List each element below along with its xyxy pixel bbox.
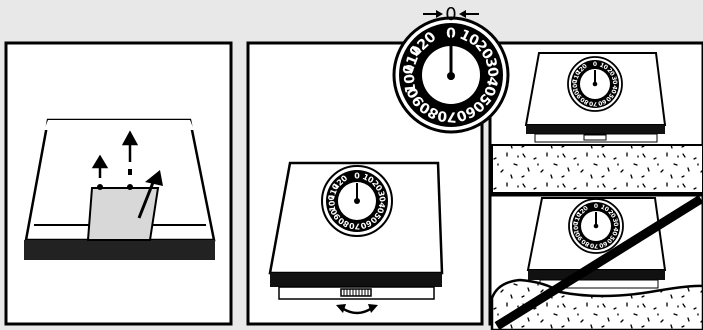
dial-number: 100 [327, 194, 338, 212]
dial-number: 40 [609, 84, 618, 94]
dial-number: 110 [571, 70, 582, 84]
right-arrow-icon [423, 10, 443, 18]
left-arrow-icon [459, 10, 479, 18]
dial-number: 60 [597, 97, 607, 107]
zero-indicator: 0 [423, 4, 479, 25]
dial-number: 100 [572, 79, 580, 92]
dial-number: 90 [574, 231, 584, 242]
dial-number: 10 [457, 27, 482, 50]
dial-number: 10 [598, 62, 609, 72]
dial-number: 60 [598, 239, 608, 249]
dial-number: 40 [375, 201, 387, 215]
dial-number: 0 [446, 26, 456, 42]
dial-number: 70 [589, 100, 598, 108]
dial-number: 10 [599, 204, 610, 214]
dial-number: 30 [611, 218, 619, 228]
dial-number: 40 [610, 226, 619, 236]
dial-number: 30 [376, 190, 387, 203]
panel-remove-shipping-lock [4, 41, 233, 326]
dial-number: 30 [610, 76, 618, 86]
zero-label: 0 [445, 4, 456, 25]
dial-number: 80 [579, 95, 590, 105]
dial-number: 100 [573, 221, 581, 234]
dial-number: 0 [593, 61, 597, 68]
dial-number: 110 [572, 212, 583, 226]
dial-number: 70 [590, 242, 599, 250]
dial-number: 0 [594, 203, 598, 210]
diagonal-arrow-icon [137, 170, 163, 219]
adjust-arrow-icon [336, 304, 378, 315]
dial-number: 0 [354, 172, 360, 181]
dial-number: 70 [348, 221, 360, 231]
dial-number: 80 [580, 237, 591, 247]
dial-number: 90 [573, 89, 583, 100]
dial-number: 60 [454, 102, 478, 124]
dial-number: 50 [605, 234, 616, 245]
dial-number: 70 [437, 107, 458, 125]
dial-number: 100 [401, 63, 420, 94]
dial-number: 30 [482, 56, 501, 78]
up-arrow-icon [121, 130, 139, 175]
dial-number: 50 [604, 92, 615, 103]
dial-number: 60 [359, 218, 373, 231]
dial-number: 40 [480, 75, 501, 98]
cross-out-line [494, 195, 703, 330]
dial-number: 20 [606, 209, 617, 220]
up-arrow-icon [91, 154, 109, 178]
dial-number: 20 [605, 67, 616, 78]
